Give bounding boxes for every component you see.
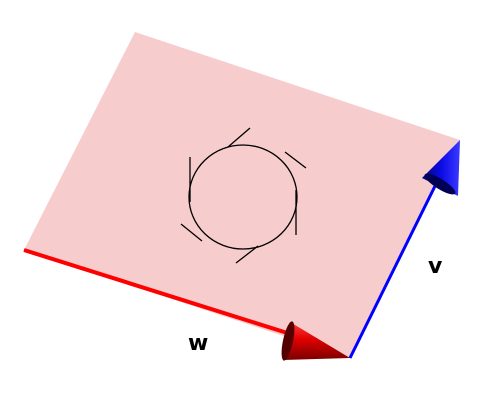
vector-v-cone-base — [424, 173, 456, 195]
vector-w-shaft — [23, 248, 301, 339]
rotation-tick-1 — [227, 127, 251, 148]
vector-v-arrowhead — [422, 140, 460, 196]
vector-v — [348, 140, 460, 359]
vector-w-cone-base — [281, 321, 295, 361]
vector-w-label: w — [188, 331, 208, 356]
rotation-tick-5 — [180, 223, 203, 242]
rotation-tick-2 — [284, 151, 307, 169]
vector-w — [23, 248, 350, 361]
rotation-circle-ring — [188, 144, 298, 250]
vector-v-label: v — [428, 254, 443, 279]
vector-v-shaft — [348, 179, 440, 359]
vector-w-cone — [283, 322, 350, 360]
rotation-tick-4 — [235, 245, 259, 264]
plane-surface — [24, 32, 460, 358]
vector-w-arrowhead — [281, 321, 350, 361]
rotation-circle — [180, 127, 307, 264]
